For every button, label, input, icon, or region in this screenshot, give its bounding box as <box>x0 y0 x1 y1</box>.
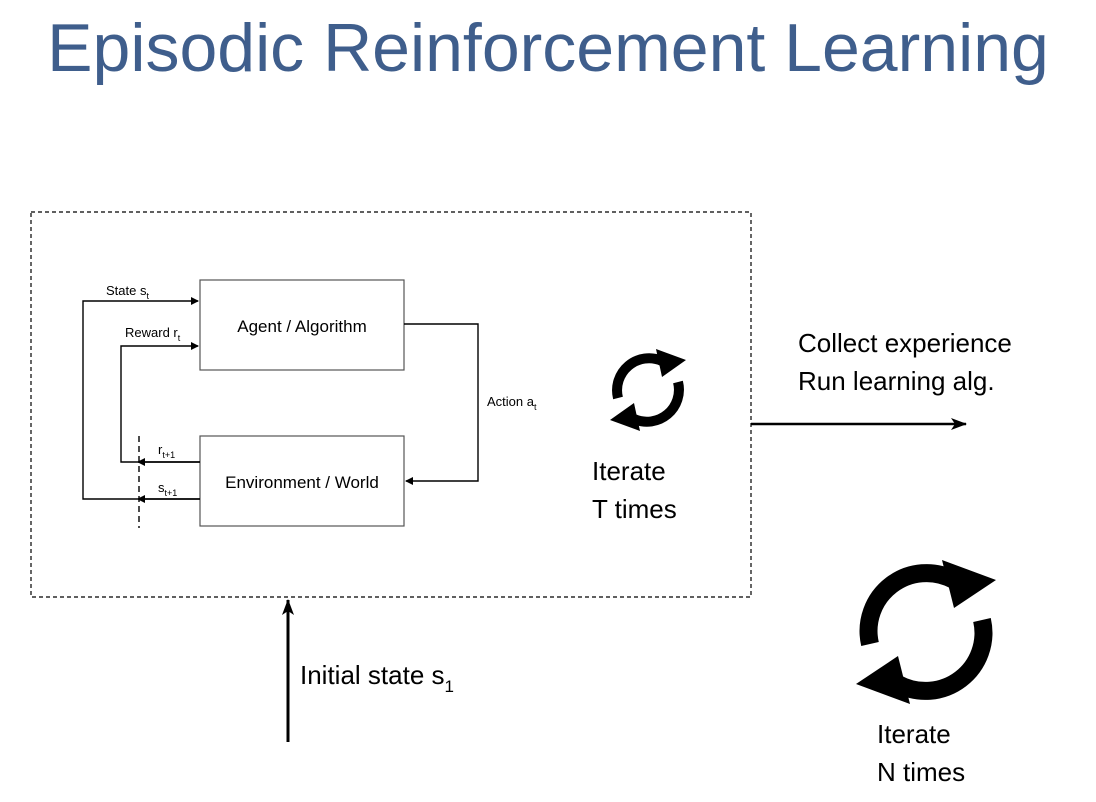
action-label: Action at <box>487 394 537 412</box>
agent-box <box>199 279 405 371</box>
iterate-t-line2: T times <box>592 494 677 524</box>
cycle-arrows-icon <box>856 560 996 704</box>
next-state-label: st+1 <box>158 480 177 498</box>
iterate-t-line1: Iterate <box>592 456 666 486</box>
output-line2: Run learning alg. <box>798 366 995 396</box>
episode-frame <box>30 211 752 598</box>
cycle-arrows-icon <box>610 349 686 431</box>
agent-box-label: Agent / Algorithm <box>237 317 366 336</box>
environment-box <box>199 435 405 527</box>
slide-title: Episodic Reinforcement Learning <box>47 10 1049 86</box>
action-arrow <box>404 323 479 485</box>
iterate-n-line1: Iterate <box>877 719 951 749</box>
reward-label: Reward rt <box>125 325 181 343</box>
output-line1: Collect experience <box>798 328 1012 358</box>
state-label: State st <box>106 283 149 301</box>
iterate-n-line2: N times <box>877 757 965 787</box>
initial-state-label: Initial state s1 <box>300 660 454 696</box>
next-reward-label: rt+1 <box>158 442 175 460</box>
environment-box-label: Environment / World <box>225 473 379 492</box>
